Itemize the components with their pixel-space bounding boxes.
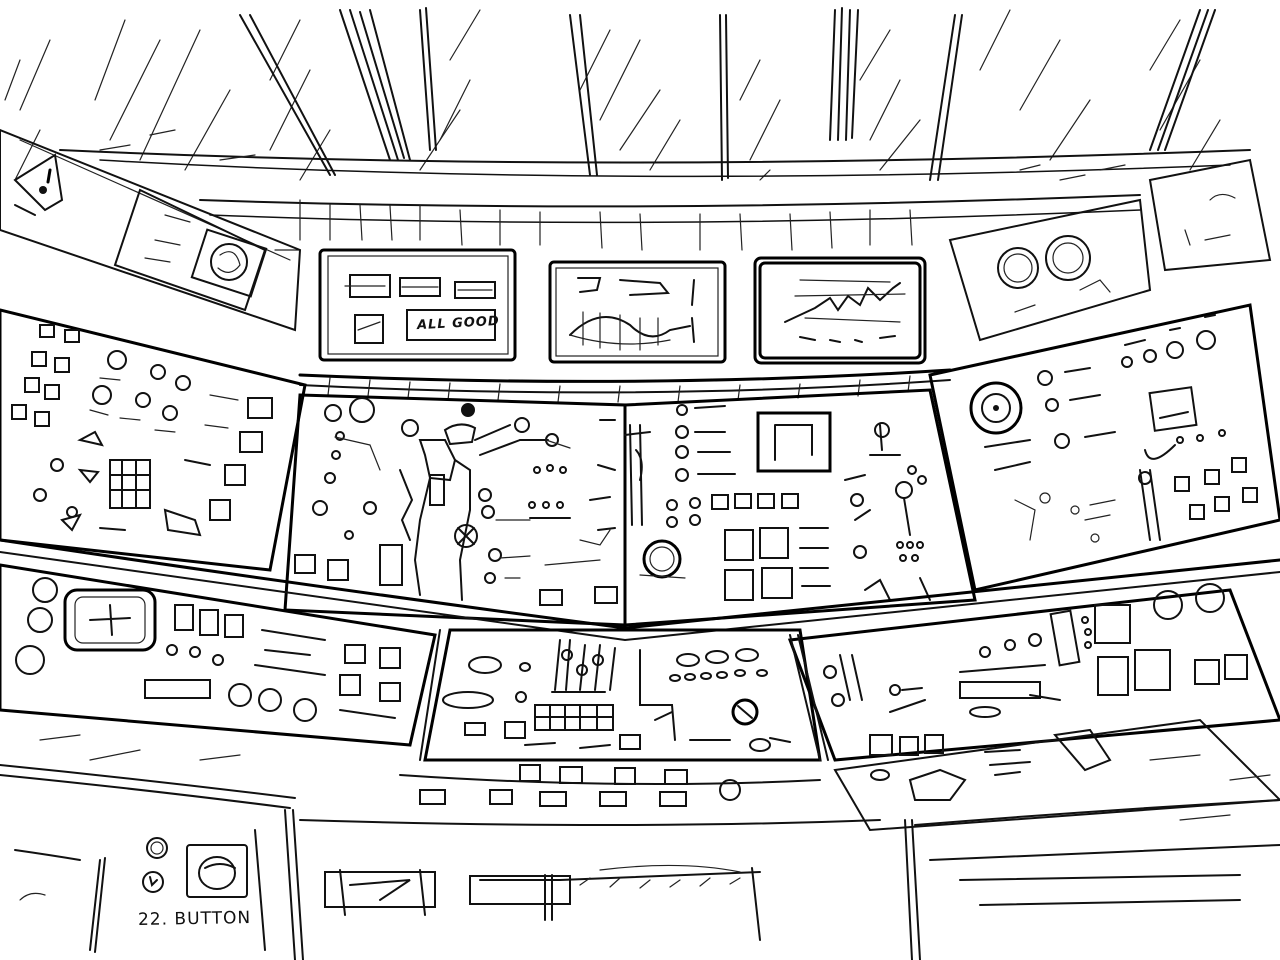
switch-grid[interactable] [11, 324, 80, 427]
overhead-left-panel [0, 128, 302, 332]
square-keys[interactable] [1094, 604, 1248, 696]
center-right-panel [623, 388, 977, 627]
left-dials[interactable] [15, 577, 58, 675]
window-frame [4, 7, 1221, 251]
right-toggles[interactable] [1037, 314, 1216, 449]
overhead-rail [59, 149, 1251, 251]
clock-button[interactable] [142, 871, 164, 893]
oval-buttons[interactable] [669, 648, 768, 682]
lower-left-panel [0, 563, 437, 747]
line-graph [784, 279, 906, 343]
caption-label: 22. BUTTON [137, 908, 252, 930]
lower-center-knob[interactable] [731, 698, 759, 726]
large-knob[interactable] [639, 539, 686, 579]
waveform-graph [569, 311, 691, 351]
monitor-upper-right [753, 256, 927, 365]
center-knobs[interactable] [312, 397, 502, 584]
square-buttons[interactable] [1174, 457, 1258, 520]
left-sliders[interactable] [254, 629, 401, 719]
round-dials[interactable] [1153, 583, 1225, 620]
dial-right[interactable] [1045, 235, 1091, 281]
bottom-strip [324, 864, 1241, 941]
warning-triangle-icon [13, 153, 64, 212]
large-button[interactable] [186, 844, 248, 898]
lower-center-panel [299, 628, 881, 826]
button-grid[interactable] [711, 493, 831, 601]
console-pillars [0, 629, 1280, 960]
indicator-frame [756, 411, 832, 473]
right-wing-panel [928, 303, 1280, 592]
center-switches[interactable] [294, 544, 618, 606]
lower-slab-keys[interactable] [419, 764, 741, 807]
upper-monitors [318, 248, 927, 365]
switch-column[interactable] [624, 424, 651, 526]
left-wing-panel [0, 308, 307, 572]
knob-cluster[interactable] [528, 464, 571, 519]
lower-right-panel [787, 583, 1280, 832]
center-main-panel [283, 393, 627, 627]
indicator-squares[interactable] [209, 397, 273, 521]
small-round-button[interactable] [146, 837, 168, 859]
indicator-box [1148, 386, 1198, 432]
fader-bank[interactable] [551, 639, 616, 693]
grid-display [534, 704, 614, 731]
round-knobs[interactable] [92, 350, 191, 421]
lower-right-switch-column[interactable] [1049, 609, 1092, 667]
schematic-diagram [399, 417, 559, 601]
lever[interactable] [1138, 469, 1161, 541]
monitor-upper-center [548, 260, 727, 364]
keypad[interactable] [109, 459, 151, 509]
crosshair-display [63, 588, 157, 652]
small-monitor [113, 188, 267, 312]
overhead-right-panel [948, 158, 1272, 342]
bracket-indicator [639, 649, 676, 741]
lower-right-slab-controls[interactable] [870, 728, 1112, 801]
left-switches[interactable] [144, 604, 317, 722]
lower-center-keys[interactable] [442, 656, 791, 752]
sketch-hatching [19, 129, 1271, 901]
dial-left[interactable] [997, 247, 1039, 289]
bottom-left-console [14, 829, 266, 953]
x-indicator-icon[interactable] [454, 524, 478, 548]
monitor-upper-left [318, 248, 517, 362]
glareshield [298, 368, 952, 403]
rotary-dial[interactable] [969, 381, 1031, 471]
lower-rail [0, 538, 1280, 642]
toggle-row[interactable] [666, 404, 736, 528]
round-gauge-icon[interactable] [190, 228, 268, 298]
lower-right-toggles[interactable] [823, 633, 1061, 718]
